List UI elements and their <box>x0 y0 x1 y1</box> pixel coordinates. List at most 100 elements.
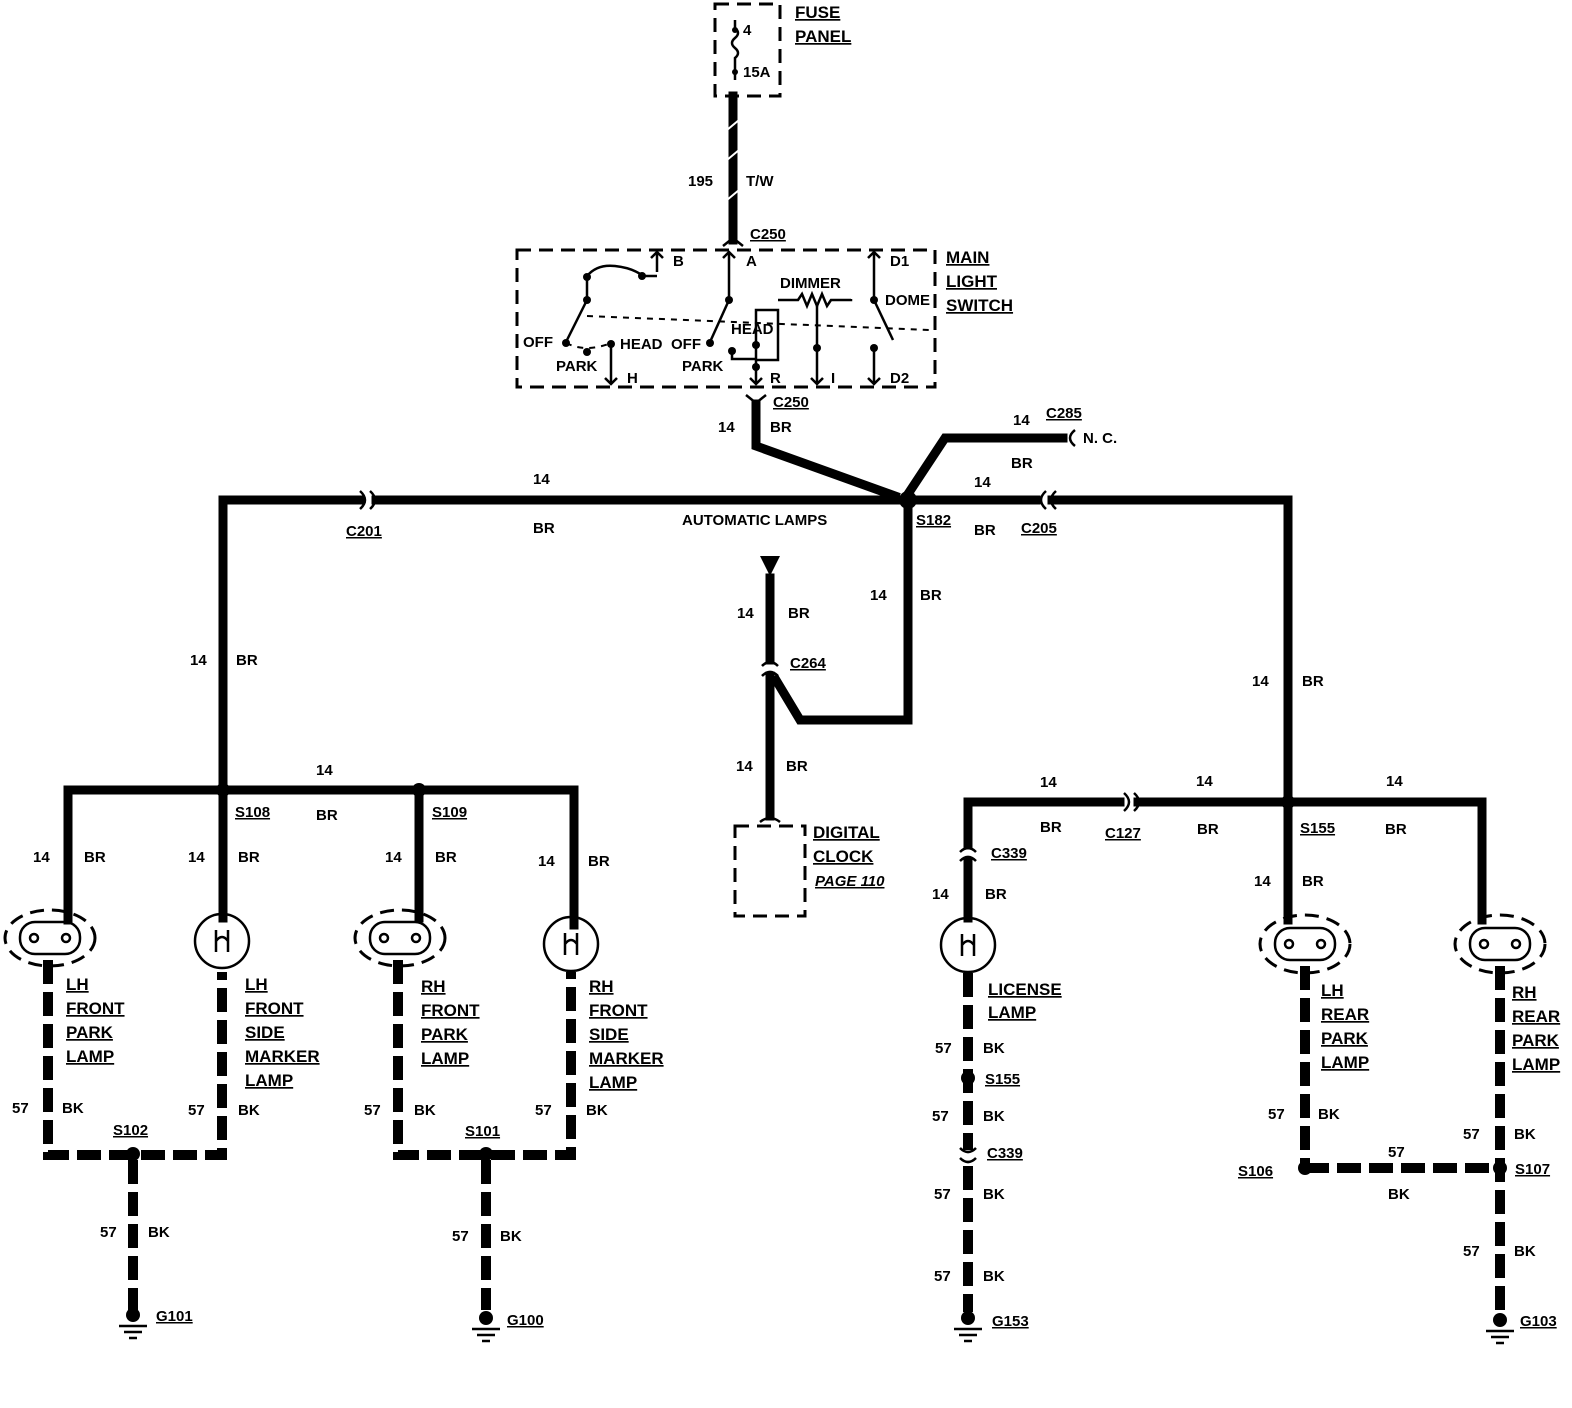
c205-label: C205 <box>1021 520 1057 537</box>
wire-color: BK <box>238 1102 260 1119</box>
top-bus-right: C205 14 BR 14 BR <box>903 474 1324 807</box>
clock-title-2: CLOCK <box>813 847 874 866</box>
s101-label: S101 <box>465 1123 500 1140</box>
wire-gauge: 57 <box>934 1268 951 1285</box>
wire-gauge: 57 <box>932 1108 949 1125</box>
wire-color: BK <box>1388 1186 1410 1203</box>
lamp-label-1: LICENSE <box>988 980 1062 999</box>
fuse-panel-title-1: FUSE <box>795 3 840 22</box>
lh-front-side-marker-lamp: LH FRONT SIDE MARKER LAMP <box>193 912 320 1090</box>
terminal-h-arrow <box>604 344 618 386</box>
position-head-left: HEAD <box>620 336 663 353</box>
wire-color: BK <box>1514 1243 1536 1260</box>
terminal-r: R <box>770 370 781 387</box>
dimmer-resistor-icon <box>778 290 853 310</box>
s155-label-ground: S155 <box>985 1071 1020 1088</box>
switch-title-3: SWITCH <box>946 296 1013 315</box>
lamp-label-4: LAMP <box>66 1047 114 1066</box>
license-lamp-feed: C339 14 BR <box>932 845 1027 923</box>
wire-color: BK <box>983 1268 1005 1285</box>
wire-color: BR <box>770 419 792 436</box>
wire-fuse-to-switch: 195 T/W <box>688 91 774 245</box>
main-light-switch-box <box>515 248 937 389</box>
wire-gauge: 57 <box>100 1224 117 1241</box>
fuse-panel-box <box>713 2 782 98</box>
wire-gauge: 57 <box>1463 1243 1480 1260</box>
wire-color: BR <box>788 605 810 622</box>
wire-gauge: 14 <box>1040 774 1057 791</box>
g100-label: G100 <box>507 1312 544 1329</box>
digital-clock-feed: C264 14 BR 14 BR DIGITAL CLOCK PAGE 110 <box>733 556 885 918</box>
c201-connector-icon <box>359 490 377 510</box>
lamp-label-2: FRONT <box>421 1001 480 1020</box>
lamp-label-3: SIDE <box>245 1023 285 1042</box>
s107-label: S107 <box>1515 1161 1550 1178</box>
bulb-single-icon <box>939 916 997 974</box>
position-head-middle: HEAD <box>731 321 774 338</box>
fuse-icon <box>730 20 740 80</box>
wire-gauge: 57 <box>934 1186 951 1203</box>
c250-top-connector-icon <box>722 236 744 247</box>
c339-label-top: C339 <box>991 845 1027 862</box>
wire-gauge: 14 <box>190 652 207 669</box>
wire-gauge: 57 <box>935 1040 952 1057</box>
clock-title-1: DIGITAL <box>813 823 880 842</box>
switch-blade-left <box>564 299 589 343</box>
lamp-label-2: FRONT <box>589 1001 648 1020</box>
wire-gauge: 57 <box>535 1102 552 1119</box>
terminal-i: I <box>831 370 835 387</box>
s108-label: S108 <box>235 804 270 821</box>
c250-bottom-label: C250 <box>773 394 809 411</box>
terminal-d1-arrow <box>867 250 881 300</box>
g103-label: G103 <box>1520 1313 1557 1330</box>
wire-gauge: 14 <box>538 853 555 870</box>
lamp-label-3: PARK <box>66 1023 114 1042</box>
wire-switch-to-s182: C250 14 BR <box>718 394 901 502</box>
digital-clock-box <box>733 824 807 918</box>
c285-connector-icon <box>1068 429 1076 447</box>
gang-link <box>586 315 931 331</box>
c127-connector-icon <box>1123 792 1141 812</box>
ground-icon <box>954 1311 982 1343</box>
bulb-single-icon <box>542 915 600 973</box>
wire-gauge: 14 <box>1252 673 1269 690</box>
lamp-label-1: LH <box>1321 981 1344 1000</box>
wire-gauge: 14 <box>316 762 333 779</box>
ground-icon <box>1486 1313 1514 1345</box>
lamp-label-2: REAR <box>1321 1005 1369 1024</box>
rear-bus: C127 S155 14 BR 14 BR 14 BR 14 BR <box>963 773 1487 925</box>
wire-color: BK <box>62 1100 84 1117</box>
ground-circuit-g100: S101 57 BK 57 BK 57 BK G100 <box>364 960 608 1343</box>
license-lamp: LICENSE LAMP <box>939 916 1062 1022</box>
lamp-label-4: LAMP <box>421 1049 469 1068</box>
wire-gauge: 14 <box>974 474 991 491</box>
rh-front-side-marker-lamp: RH FRONT SIDE MARKER LAMP <box>542 915 664 1092</box>
clock-page-ref: PAGE 110 <box>815 873 885 890</box>
switch-b-link <box>585 264 657 300</box>
c285-label: C285 <box>1046 405 1082 422</box>
wire-color: BR <box>588 853 610 870</box>
wire-color: BR <box>1197 821 1219 838</box>
lamp-label-1: RH <box>589 977 614 996</box>
lamp-label-4: LAMP <box>1512 1055 1560 1074</box>
front-bus: S108 S109 14 BR 14 BR 14 BR 14 BR 14 BR <box>33 762 610 930</box>
fuse-rating: 15A <box>743 64 771 81</box>
terminal-a-arrow <box>722 250 736 300</box>
ground-circuit-g101: S102 57 BK 57 BK 57 BK G101 <box>12 960 260 1340</box>
lh-rear-park-lamp: LH REAR PARK LAMP <box>1258 913 1369 1072</box>
s182-label: S182 <box>916 512 951 529</box>
wire-color: BR <box>533 520 555 537</box>
terminal-b-arrow <box>650 250 664 272</box>
terminal-d1: D1 <box>890 253 909 270</box>
wire-color: T/W <box>746 173 774 190</box>
wire-color: BR <box>1385 821 1407 838</box>
lamp-label-2: REAR <box>1512 1007 1560 1026</box>
nc-label: N. C. <box>1083 430 1117 447</box>
wire-gauge: 14 <box>1254 873 1271 890</box>
wire-gauge: 14 <box>737 605 754 622</box>
ground-icon <box>119 1308 147 1340</box>
wire-color: BK <box>1318 1106 1340 1123</box>
lamp-label-4: MARKER <box>589 1049 664 1068</box>
wire-color: BK <box>500 1228 522 1245</box>
